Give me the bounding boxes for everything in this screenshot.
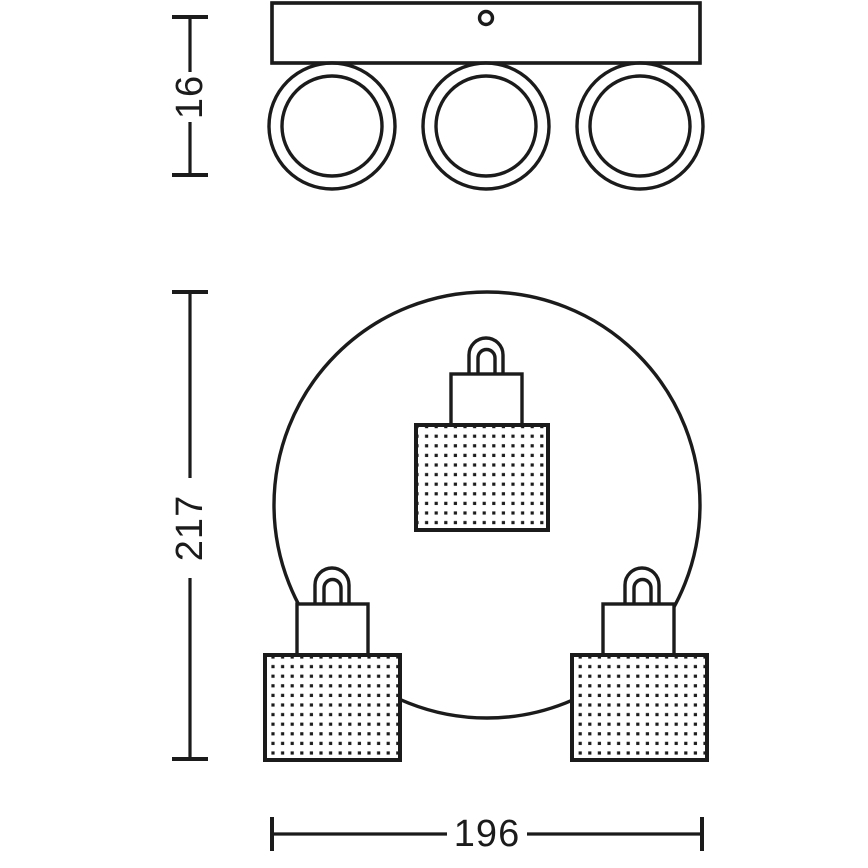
dim-16-label: 16 — [169, 75, 211, 119]
spot-ring-center — [421, 61, 551, 191]
dimension-217: 217 — [168, 290, 212, 761]
spot-head-left — [263, 566, 402, 762]
adjuster-knob-inner-icon — [476, 347, 497, 376]
dim-217-label: 217 — [169, 495, 211, 561]
adjuster-knob-inner-icon — [632, 577, 653, 606]
spot-ring-left — [267, 61, 397, 191]
neck-bracket — [601, 602, 676, 658]
bottom-view-group — [263, 290, 709, 762]
spot-head-top — [414, 336, 550, 532]
spot-head-right — [570, 566, 709, 762]
side-view-group — [267, 1, 705, 191]
dimension-16: 16 — [169, 15, 211, 177]
dimension-196: 196 — [270, 813, 704, 855]
perforated-shade — [414, 423, 550, 532]
dim-196-label: 196 — [454, 813, 520, 855]
perforated-shade — [263, 653, 402, 762]
neck-bracket — [449, 372, 524, 428]
adjuster-knob-inner-icon — [322, 577, 343, 606]
neck-bracket — [295, 602, 370, 658]
spot-ring-right — [575, 61, 705, 191]
perforated-shade — [570, 653, 709, 762]
